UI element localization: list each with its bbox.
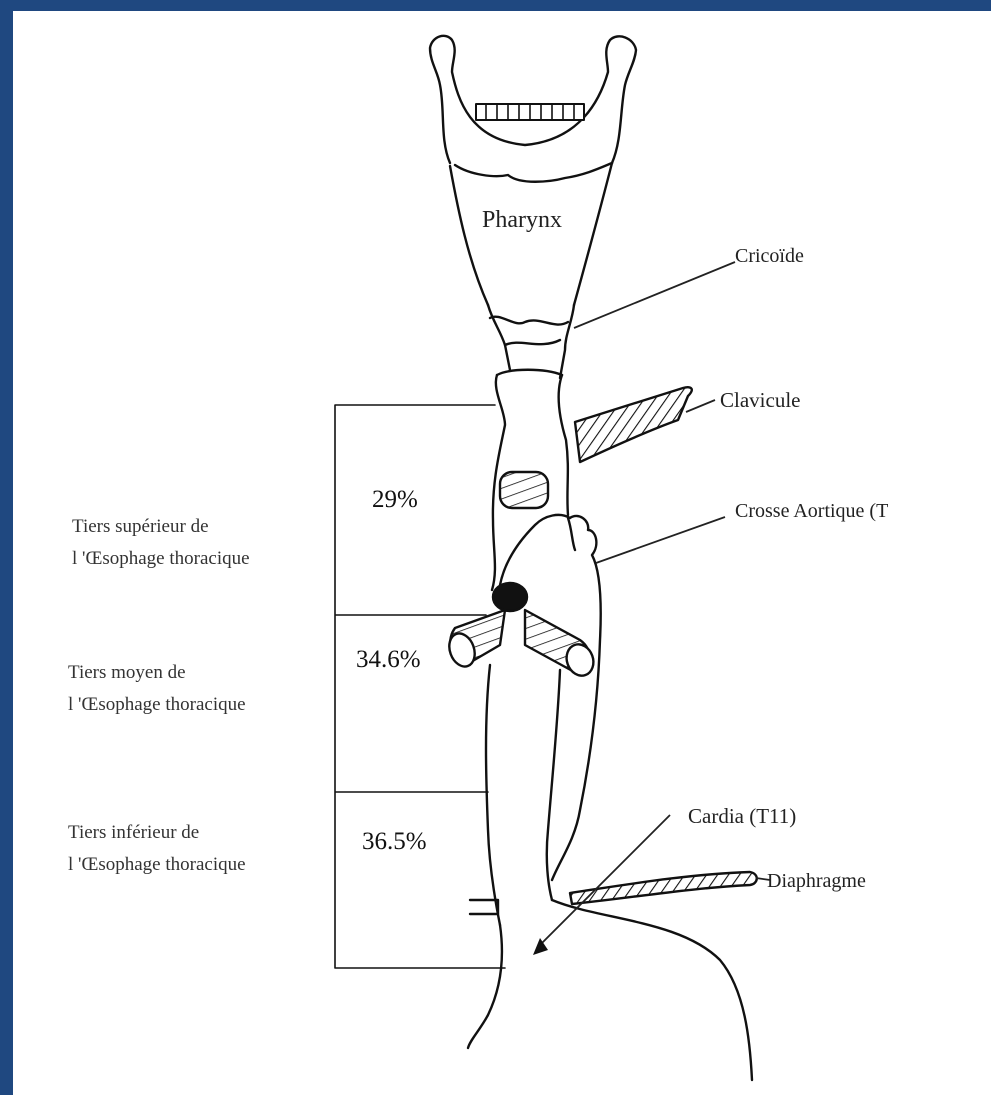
cardia-arrowhead: [533, 938, 548, 955]
stomach-lesser-curve: [468, 925, 502, 1048]
middle-third-label: Tiers moyen de l 'Œsophage thoracique: [68, 657, 246, 721]
jaw-outline: [430, 36, 636, 163]
lower-third-line1: Tiers inférieur de: [68, 817, 246, 849]
pharynx-left-wall: [450, 166, 488, 305]
crosse-aortique-label: Crosse Aortique (T: [735, 500, 888, 523]
aortic-arch: [500, 515, 601, 880]
middle-third-line2: l 'Œsophage thoracique: [68, 689, 246, 721]
trachea-rings: [500, 472, 548, 508]
esophagus-thoracic-left: [486, 665, 500, 925]
clavicule-label: Clavicule: [720, 388, 800, 413]
cricoide-label: Cricoïde: [735, 245, 804, 268]
pharynx-right-wall: [574, 163, 612, 305]
crosse-leader: [596, 517, 725, 563]
clavicle: [575, 387, 692, 462]
upper-third-line2: l 'Œsophage thoracique: [72, 543, 250, 575]
pharynx-label: Pharynx: [482, 207, 562, 234]
jaw-inner: [455, 163, 612, 182]
cardia-label: Cardia (T11): [688, 804, 796, 829]
segment-bracket: [335, 405, 505, 968]
diaphragme-label: Diaphragme: [767, 870, 866, 893]
lower-third-percent: 36.5%: [362, 828, 427, 856]
cricoide-leader: [574, 262, 735, 328]
middle-third-percent: 34.6%: [356, 646, 421, 674]
stomach-greater-curve: [552, 900, 752, 1080]
lower-third-label: Tiers inférieur de l 'Œsophage thoraciqu…: [68, 817, 246, 881]
esophagus-upper-right: [559, 375, 568, 515]
upper-third-line1: Tiers supérieur de: [72, 511, 250, 543]
middle-third-line1: Tiers moyen de: [68, 657, 246, 689]
clavicule-leader: [686, 400, 715, 412]
lower-third-line2: l 'Œsophage thoracique: [68, 849, 246, 881]
upper-third-label: Tiers supérieur de l 'Œsophage thoraciqu…: [72, 511, 250, 575]
upper-third-percent: 29%: [372, 486, 418, 514]
cricoid-cartilage: [488, 305, 574, 378]
